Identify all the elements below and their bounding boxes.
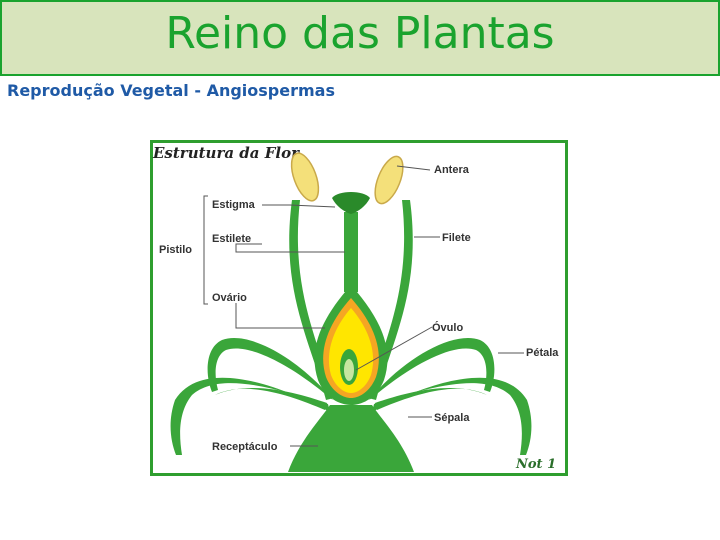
petal-inner-left-shape	[207, 338, 333, 400]
label-pistilo: Pistilo	[159, 244, 192, 256]
style-shape	[344, 212, 358, 292]
leader-ovulo	[355, 326, 433, 371]
label-petala: Pétala	[526, 347, 559, 359]
anther-right-shape	[374, 155, 404, 205]
page-subtitle: Reprodução Vegetal - Angiospermas	[7, 81, 335, 100]
filament-right-shape	[368, 200, 413, 400]
label-antera: Antera	[434, 164, 470, 176]
label-filete: Filete	[442, 232, 471, 244]
label-ovario: Ovário	[212, 292, 247, 304]
label-estilete: Estilete	[212, 233, 251, 245]
pistilo-bracket	[203, 195, 208, 305]
label-sepala: Sépala	[434, 412, 470, 424]
leader-ovario	[235, 303, 325, 329]
leader-estigma	[262, 204, 336, 208]
filament-left-shape	[289, 200, 334, 400]
title-banner: Reino das Plantas	[0, 0, 720, 76]
page-title: Reino das Plantas	[165, 8, 555, 59]
stigma-shape	[332, 192, 370, 214]
diagram-credit: Not 1	[515, 457, 556, 472]
receptacle-shape	[288, 405, 414, 472]
diagram-heading: Estrutura da Flor	[152, 144, 300, 162]
label-ovulo: Óvulo	[432, 321, 463, 334]
leader-estilete	[235, 243, 345, 253]
ovule-inner-shape	[344, 359, 354, 381]
label-estigma: Estigma	[212, 199, 256, 211]
leader-antera	[396, 165, 431, 171]
label-receptaculo: Receptáculo	[212, 441, 278, 453]
anther-left-shape	[290, 152, 320, 202]
petal-inner-right-shape	[369, 338, 495, 400]
